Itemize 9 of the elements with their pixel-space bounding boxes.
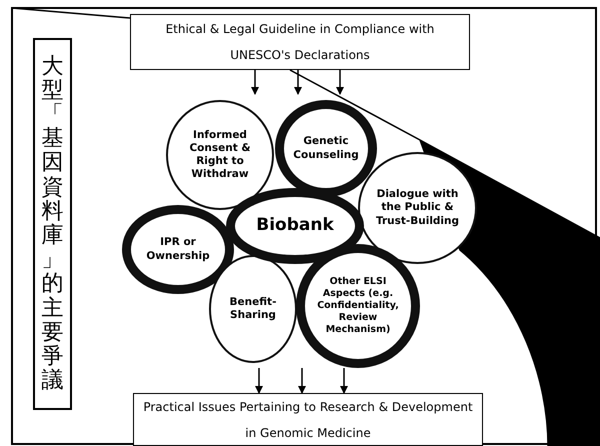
title: 大型「基因資料庫」的主要爭議	[33, 38, 72, 410]
arrow	[251, 70, 259, 95]
arrow	[298, 368, 306, 394]
arrow	[255, 368, 263, 394]
arrow	[340, 368, 348, 394]
text-box: Ethical & Legal Guideline in Compliance with UNESCO's Declarations	[130, 14, 470, 70]
text-box: Practical Issues Pertaining to Research & Development in Genomic Medicine	[133, 393, 483, 446]
arrow	[336, 70, 344, 95]
arrow	[294, 70, 302, 95]
